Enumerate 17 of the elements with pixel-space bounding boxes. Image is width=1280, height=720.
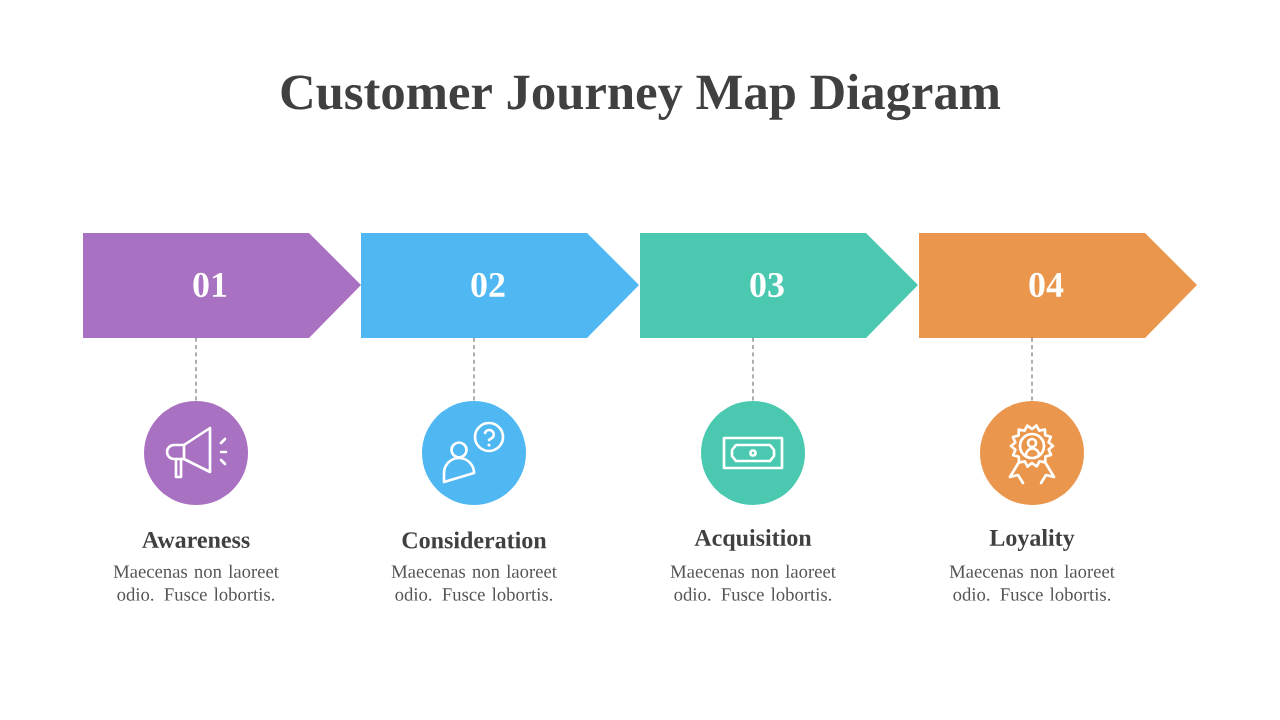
leader-line <box>195 337 197 402</box>
step-banner: 03 <box>640 233 918 338</box>
title: Customer Journey Map Diagram <box>281 73 1001 121</box>
leader-line <box>1031 337 1033 402</box>
leader-line <box>752 337 754 402</box>
step-heading: Awareness <box>142 531 250 549</box>
step-banner: 01 <box>83 233 361 338</box>
step-description: Maecenas non laoreet odio. Fusce lobortis. <box>113 564 279 601</box>
step-description: Maecenas non laoreet odio. Fusce lobortis. <box>949 564 1115 601</box>
step-heading: Acquisition <box>694 529 812 551</box>
step-description: Maecenas non laoreet odio. Fusce lobortis. <box>391 564 557 601</box>
step-banner: 02 <box>361 233 639 338</box>
step-description: Maecenas non laoreet odio. Fusce lobortis. <box>670 564 836 601</box>
step-heading: Loyality <box>989 529 1075 551</box>
step-banner: 04 <box>919 233 1197 338</box>
step-heading: Consideration <box>402 531 547 549</box>
leader-line <box>473 337 475 402</box>
